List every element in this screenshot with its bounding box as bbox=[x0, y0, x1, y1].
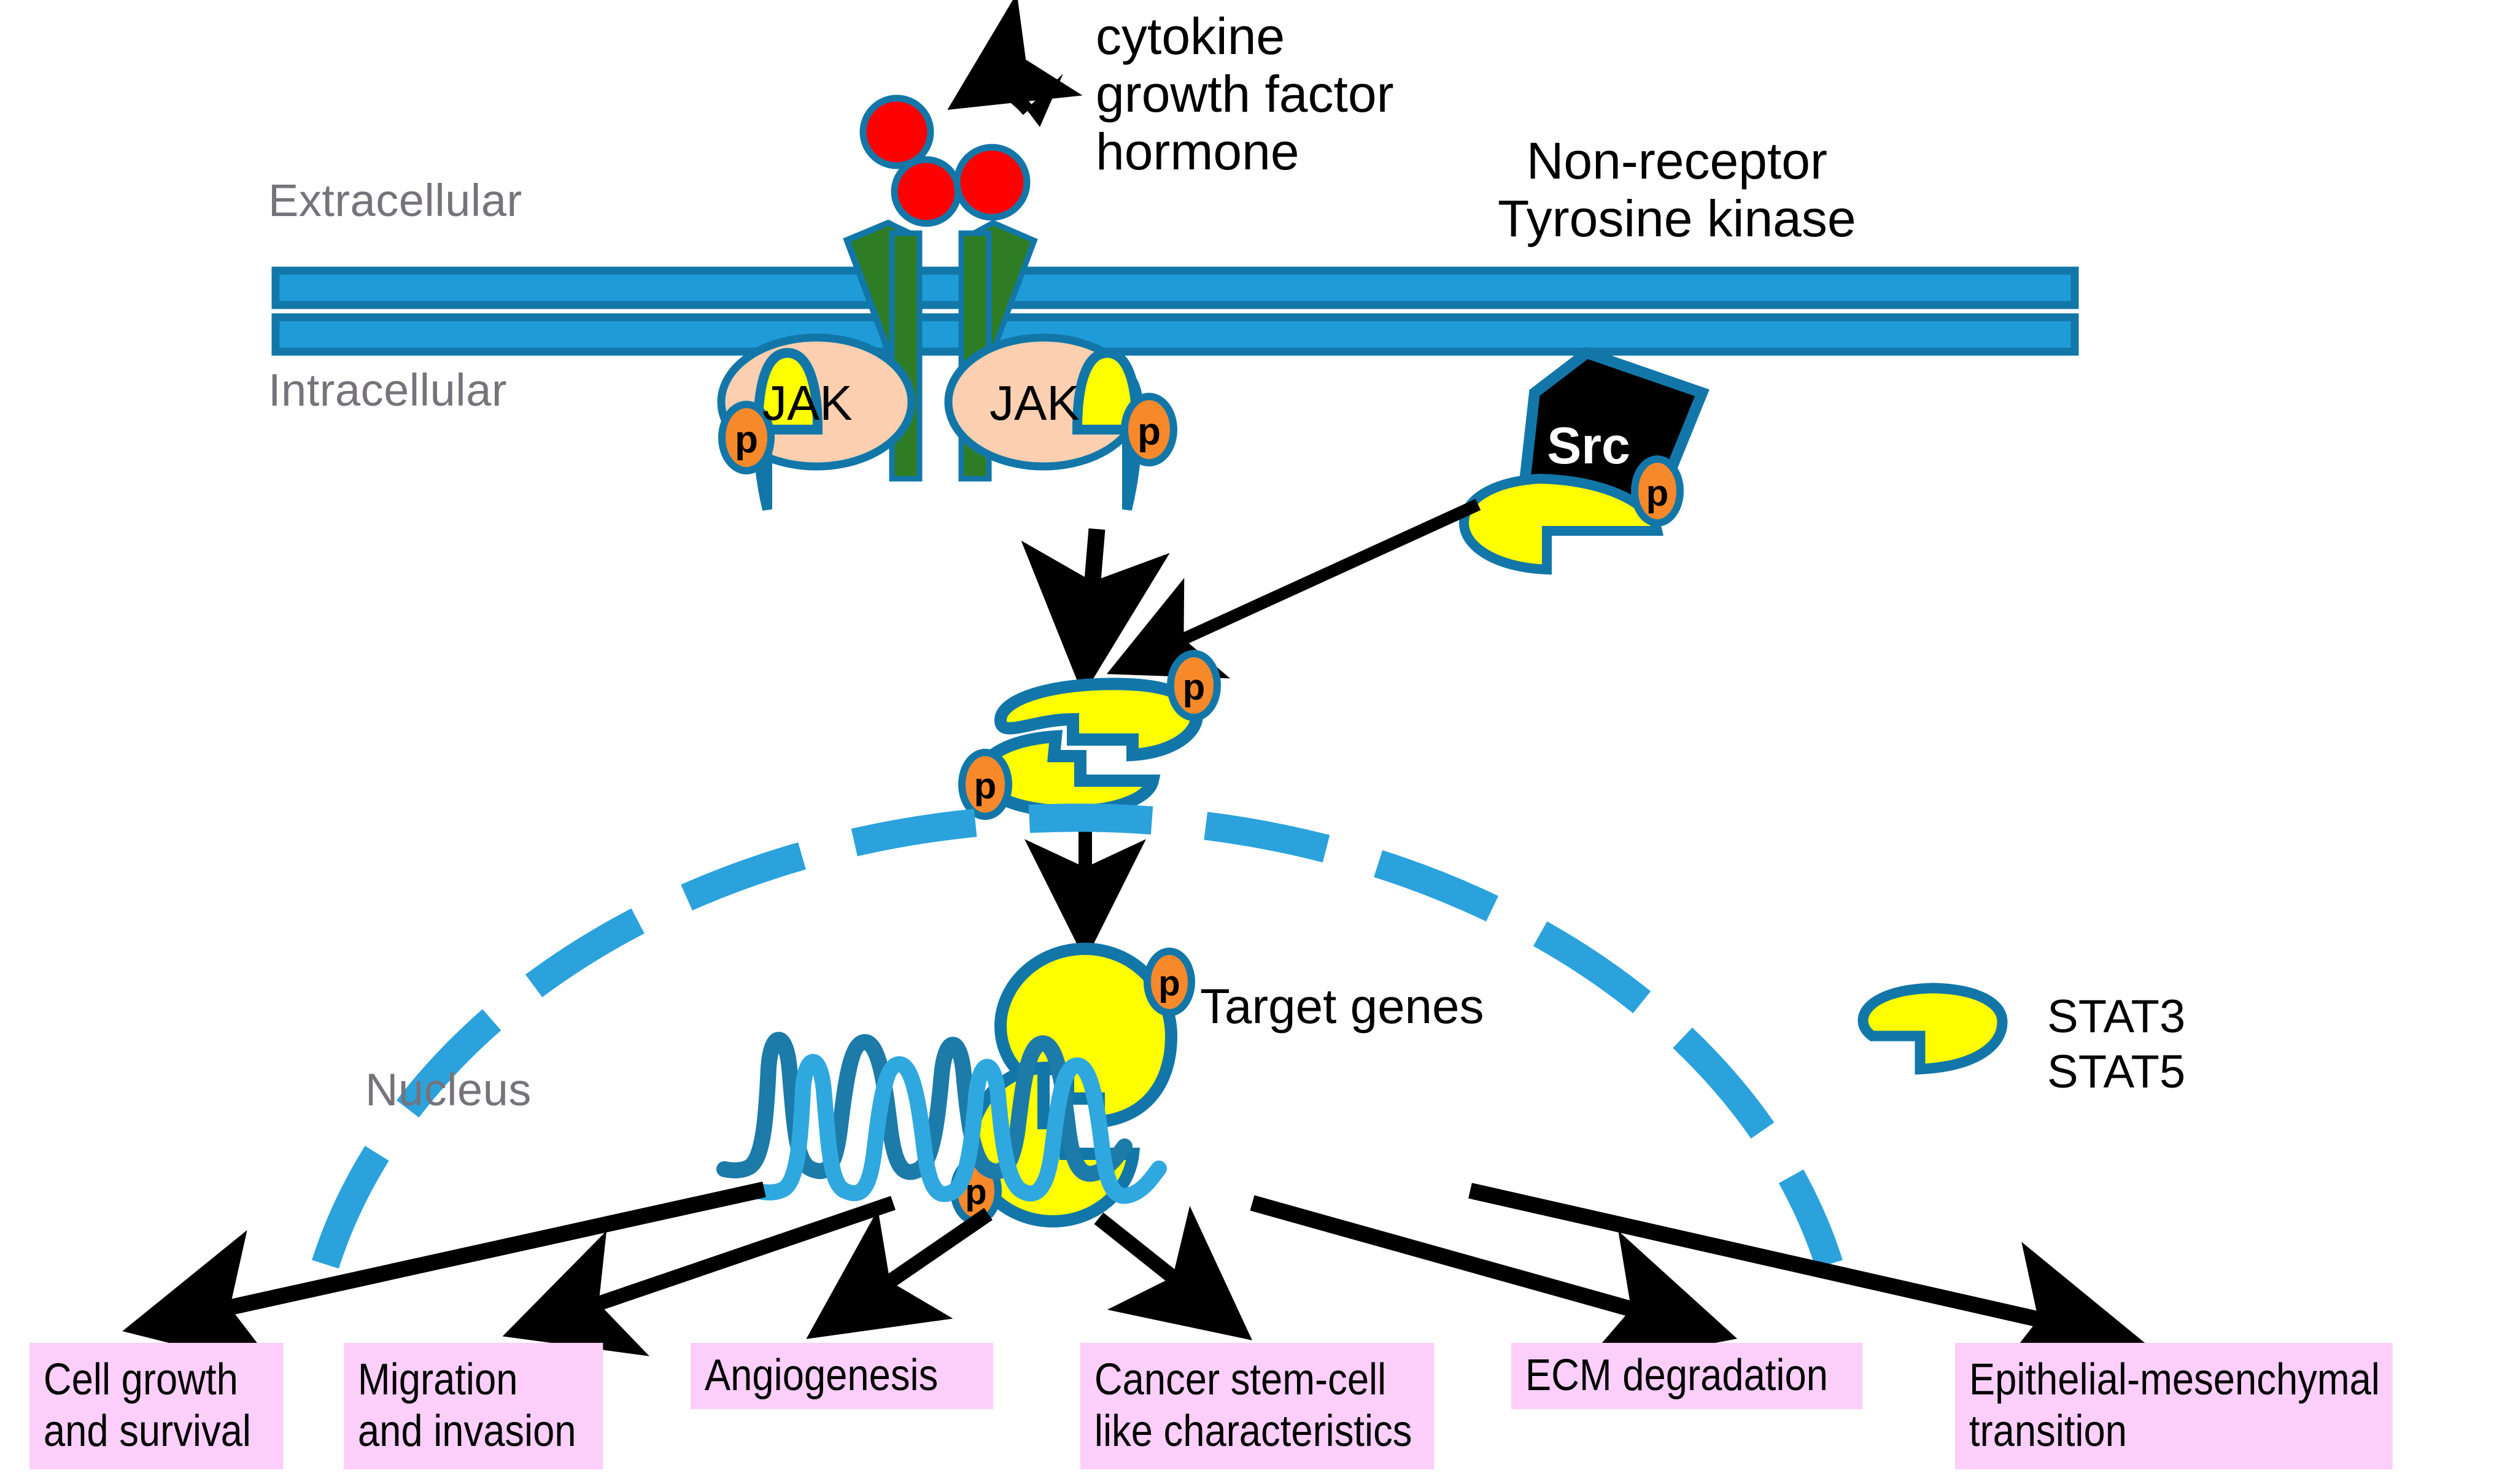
legend-stat5-label: STAT5 bbox=[2047, 1045, 2186, 1098]
svg-text:p: p bbox=[1137, 411, 1161, 453]
ligand-pointer-arrow bbox=[947, 0, 1083, 127]
outcome-line: Migration bbox=[357, 1355, 518, 1405]
ligand-label-line2: growth factor bbox=[1096, 65, 1394, 123]
arrow-to-cancer-stem-cell bbox=[1094, 1205, 1253, 1340]
outcome-line: like characteristics bbox=[1094, 1407, 1412, 1456]
jak-right-label: JAK bbox=[989, 376, 1080, 430]
arrow-to-angiogenesis bbox=[806, 1208, 993, 1339]
intracellular-label: Intracellular bbox=[268, 365, 508, 415]
target-genes-label: Target genes bbox=[1200, 979, 1484, 1034]
outcome-line: Epithelial-mesenchymal bbox=[1969, 1355, 2380, 1405]
outcome-line: Cell growth bbox=[43, 1355, 238, 1405]
nucleus-envelope bbox=[312, 803, 1843, 1269]
svg-text:p: p bbox=[1158, 964, 1180, 1003]
nonreceptor-label-line2: Tyrosine kinase bbox=[1498, 190, 1856, 248]
extracellular-label: Extracellular bbox=[268, 175, 522, 226]
ligand-label: cytokine growth factor hormone bbox=[1096, 7, 1394, 180]
nucleus-label: Nucleus bbox=[365, 1064, 532, 1115]
dna-strands bbox=[716, 1032, 1167, 1204]
nonreceptor-label-line1: Non-receptor bbox=[1526, 132, 1827, 190]
arrow-src-to-stat bbox=[1106, 498, 1481, 679]
svg-text:p: p bbox=[974, 765, 997, 806]
ligand-label-line3: hormone bbox=[1096, 123, 1299, 181]
stat-dimer-cytoplasm: p p bbox=[958, 650, 1221, 820]
outcome-box-epithelial-mesenchymal-transition[interactable]: Epithelial-mesenchymal transition bbox=[1955, 1343, 2393, 1469]
arrow-to-ecm bbox=[1250, 1195, 1738, 1369]
outcome-box-ecm-degradation[interactable]: ECM degradation bbox=[1511, 1343, 1862, 1409]
svg-text:p: p bbox=[1183, 667, 1206, 708]
jak-left-label: JAK bbox=[762, 376, 853, 430]
outcome-line: Angiogenesis bbox=[704, 1351, 939, 1401]
ligand-label-line1: cytokine bbox=[1096, 7, 1285, 65]
outcome-box-migration-and-invasion[interactable]: Migration and invasion bbox=[344, 1343, 603, 1469]
legend-labels: STAT3 STAT5 bbox=[2047, 989, 2185, 1099]
stat-right-receptor: p bbox=[1072, 347, 1177, 511]
arrow-to-cell-growth bbox=[122, 1181, 766, 1370]
cell-membrane bbox=[271, 266, 2079, 356]
svg-text:p: p bbox=[1646, 473, 1669, 514]
stat-left-receptor: p bbox=[718, 347, 823, 511]
arrow-to-emt bbox=[1468, 1183, 2146, 1382]
svg-text:p: p bbox=[735, 419, 758, 461]
legend-stat3-label: STAT3 bbox=[2047, 991, 2186, 1043]
outcome-line: and invasion bbox=[357, 1407, 576, 1456]
ligand-molecules bbox=[859, 95, 1031, 227]
legend-stat-glyph bbox=[1857, 983, 2008, 1075]
outcome-line: transition bbox=[1969, 1407, 2127, 1456]
outcome-arrows bbox=[122, 1181, 2146, 1382]
outcome-line: and survival bbox=[43, 1407, 251, 1456]
arrow-jak-to-stat bbox=[1021, 528, 1170, 696]
outcome-line: ECM degradation bbox=[1525, 1351, 1828, 1401]
outcome-box-angiogenesis[interactable]: Angiogenesis bbox=[691, 1343, 993, 1409]
stat-src: p bbox=[1458, 455, 1684, 575]
outcome-line: Cancer stem-cell bbox=[1094, 1355, 1387, 1405]
src-label: Src bbox=[1547, 417, 1630, 474]
nonreceptor-kinase-label: Non-receptor Tyrosine kinase bbox=[1498, 132, 1856, 247]
outcome-box-cancer-stem-cell-like-characteristics[interactable]: Cancer stem-cell like characteristics bbox=[1080, 1343, 1435, 1469]
outcome-box-cell-growth-and-survival[interactable]: Cell growth and survival bbox=[29, 1343, 284, 1469]
